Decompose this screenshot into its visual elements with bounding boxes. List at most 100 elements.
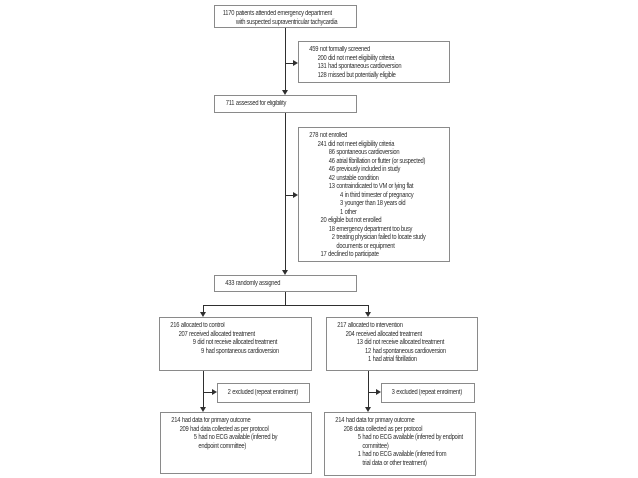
line-text: had data for primary outcome <box>345 417 415 424</box>
line-text: in third trimester of pregnancy <box>344 191 414 199</box>
line-text: excluded (repeat enrolment) <box>396 389 462 396</box>
line-text: did not meet eligibility criteria <box>328 54 395 62</box>
count-value: 128 <box>317 71 327 79</box>
line-text: allocated to control <box>180 322 225 329</box>
arrowhead-down-outcome-intervention <box>365 407 371 412</box>
count-value: 214 <box>171 417 181 424</box>
line-text: did not receive allocated treatment <box>364 339 445 346</box>
count-value: 9 <box>192 339 196 346</box>
connector-randomized-stub <box>285 292 286 305</box>
line-text: not formally screened <box>319 46 370 53</box>
line-text: received allocated treatment <box>356 330 422 338</box>
count-value: 46 <box>328 157 335 165</box>
count-value: 131 <box>317 63 327 70</box>
line-text: declined to participate <box>328 251 379 258</box>
count-value: 12 <box>365 347 371 355</box>
line-text: younger than 18 years old <box>344 200 406 207</box>
count-value: 20 <box>320 217 327 224</box>
count-value: 4 <box>340 191 343 199</box>
count-value: 13 <box>356 339 363 346</box>
line-text: had atrial fibrillation <box>372 356 417 363</box>
line-text: missed but potentially eligible <box>328 71 396 79</box>
arrowhead-right-excluded-control <box>212 389 217 395</box>
line-text: eligible but not enrolled <box>328 217 382 224</box>
count-value: 1 <box>340 208 343 216</box>
line-text: data collected as per protocol <box>354 425 423 433</box>
count-value: 1 <box>368 356 371 363</box>
count-value: 1 <box>357 451 361 458</box>
arrowhead-down-assessed <box>282 90 288 95</box>
count-value: 9 <box>201 347 204 355</box>
line-text: treating physician failed to locate stud… <box>336 234 426 250</box>
count-value: 207 <box>178 330 188 338</box>
count-value: 42 <box>328 174 335 182</box>
line-text: had no ECG available (inferred from tria… <box>362 451 447 467</box>
arrowhead-right-not-screened <box>293 60 298 66</box>
count-value: 241 <box>317 140 327 148</box>
connector-control-to-outcome <box>203 371 204 407</box>
arrowhead-down-randomized <box>282 270 288 275</box>
connector-split-to-intervention <box>368 305 369 312</box>
connector-assessed-to-randomized <box>285 113 286 270</box>
line-text: assessed for eligibility <box>235 100 287 107</box>
arrowhead-down-control <box>200 312 206 317</box>
line-text: had spontaneous cardioversion <box>372 347 446 355</box>
count-value: 217 <box>337 322 347 329</box>
line-text: other <box>344 208 357 216</box>
count-value: 17 <box>320 251 327 258</box>
line-text: had no ECG available (inferred by endpoi… <box>362 434 463 450</box>
line-text: contraindicated to VM or lying flat <box>336 183 414 190</box>
connector-attended-to-assessed <box>285 28 286 90</box>
arrowhead-right-not-enrolled <box>293 192 298 198</box>
line-text: emergency department too busy <box>336 225 413 233</box>
connector-intervention-to-outcome <box>368 371 369 407</box>
count-value: 2 <box>227 389 231 396</box>
count-value: 204 <box>345 330 355 338</box>
count-value: 216 <box>170 322 180 329</box>
connector-split-to-control <box>203 305 204 312</box>
count-value: 46 <box>328 166 335 173</box>
count-value: 208 <box>343 425 353 433</box>
line-text: not enrolled <box>319 132 348 139</box>
count-value: 5 <box>193 434 197 441</box>
line-text: patients attended emergency department w… <box>235 10 338 26</box>
count-value: 5 <box>357 434 361 441</box>
connector-branch-excluded-control <box>203 392 212 393</box>
